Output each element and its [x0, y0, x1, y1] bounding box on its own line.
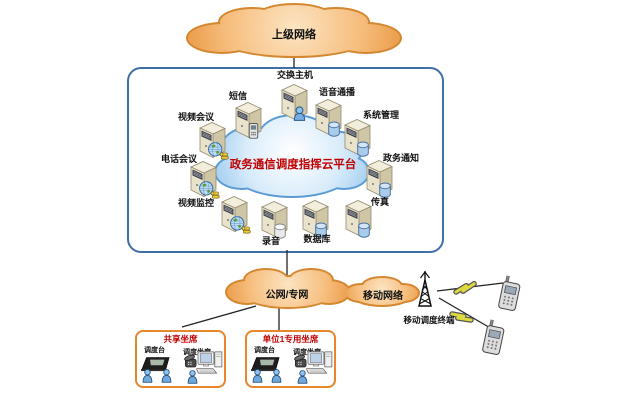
person-icon	[252, 369, 263, 383]
seat-label: 调度坐席	[183, 349, 211, 356]
node-label-sms: 短信	[228, 91, 248, 101]
node-label-gov-notice: 政务通知	[382, 153, 420, 163]
node-label-recording: 录音	[261, 236, 281, 246]
node-phone-conference	[185, 159, 221, 199]
antenna-icon	[418, 271, 432, 307]
node-gov-notice	[361, 158, 397, 198]
mobile-network-cloud	[346, 278, 418, 305]
platform-cloud	[216, 116, 368, 196]
seat-group-shared: 共享坐席 调度台 调度坐席	[135, 330, 226, 388]
person-icon	[161, 369, 172, 383]
console-label: 调度台	[144, 347, 165, 354]
node-label-system-management: 系统管理	[362, 110, 400, 120]
mobile-phone-icon	[497, 275, 523, 312]
node-label-phone-conference: 电话会议	[160, 154, 198, 164]
platform-cloud-label: 政务通信调度指挥云平台	[229, 159, 357, 171]
person-icon	[293, 106, 306, 121]
computer-icon	[196, 351, 223, 374]
person-icon	[297, 370, 308, 384]
node-label-video-surveillance: 视频监控	[177, 198, 215, 208]
seat-group-title: 共享坐席	[163, 334, 198, 344]
node-switch-host	[276, 82, 312, 122]
mobile-network-cloud-label: 移动网络	[363, 291, 403, 302]
node-label-voice-broadcast: 语音通播	[318, 87, 356, 97]
node-recording	[256, 199, 292, 239]
globe-keys-icon	[230, 216, 251, 235]
node-video-surveillance	[216, 194, 252, 234]
mobile-phone-icon	[248, 123, 259, 139]
public-network-cloud	[227, 270, 349, 307]
node-label-fax: 传真	[370, 197, 390, 207]
node-label-database: 数据库	[303, 234, 331, 244]
lightning-icon	[449, 311, 474, 323]
node-system-management	[339, 117, 375, 157]
top-cloud	[188, 5, 400, 56]
person-icon	[271, 369, 282, 383]
database-icon	[357, 222, 371, 238]
public-network-cloud-label: 公网/专网	[265, 290, 309, 301]
mobile-terminal-label: 移动调度终端	[403, 315, 455, 325]
seat-label: 调度坐席	[293, 349, 321, 356]
database-icon	[356, 141, 370, 157]
lightning-icon	[453, 280, 477, 295]
computer-icon	[306, 351, 333, 374]
node-sms	[230, 100, 266, 140]
person-icon	[187, 370, 198, 384]
person-icon	[142, 369, 153, 383]
top-cloud-label: 上级网络	[272, 29, 316, 41]
node-label-switch-host: 交换主机	[276, 70, 314, 80]
node-video-conference	[194, 120, 230, 160]
node-label-video-conference: 视频会议	[177, 112, 215, 122]
seat-group-title: 单位1专用坐席	[262, 334, 319, 344]
seat-group-unit1: 单位1专用坐席 调度台 调度坐席	[245, 330, 336, 388]
console-label: 调度台	[254, 347, 275, 354]
